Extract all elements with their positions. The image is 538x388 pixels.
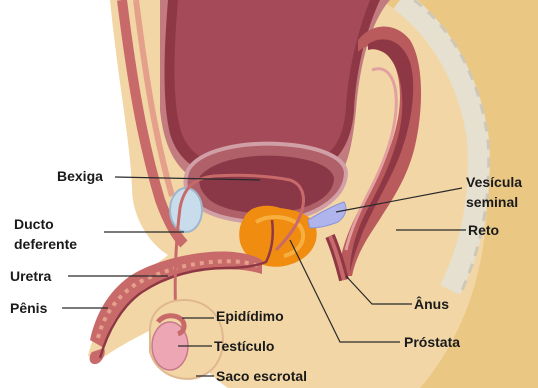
label-prostata: Próstata: [404, 334, 460, 350]
label-reto: Reto: [468, 222, 499, 238]
label-ducto-deferente-line1: Ducto: [14, 216, 54, 232]
label-saco-escrotal: Saco escrotal: [216, 368, 307, 384]
label-penis: Pênis: [10, 300, 47, 316]
label-bexiga: Bexiga: [57, 168, 103, 184]
label-anus: Ânus: [414, 296, 449, 312]
label-vesicula-seminal-line1: Vesícula: [466, 174, 522, 190]
label-ducto-deferente-line2: deferente: [14, 236, 77, 252]
label-epididimo: Epidídimo: [216, 308, 284, 324]
label-vesicula-seminal-line2: seminal: [466, 194, 518, 210]
label-uretra: Uretra: [10, 268, 51, 284]
pubic-bone: [170, 188, 202, 232]
label-testiculo: Testículo: [214, 338, 274, 354]
